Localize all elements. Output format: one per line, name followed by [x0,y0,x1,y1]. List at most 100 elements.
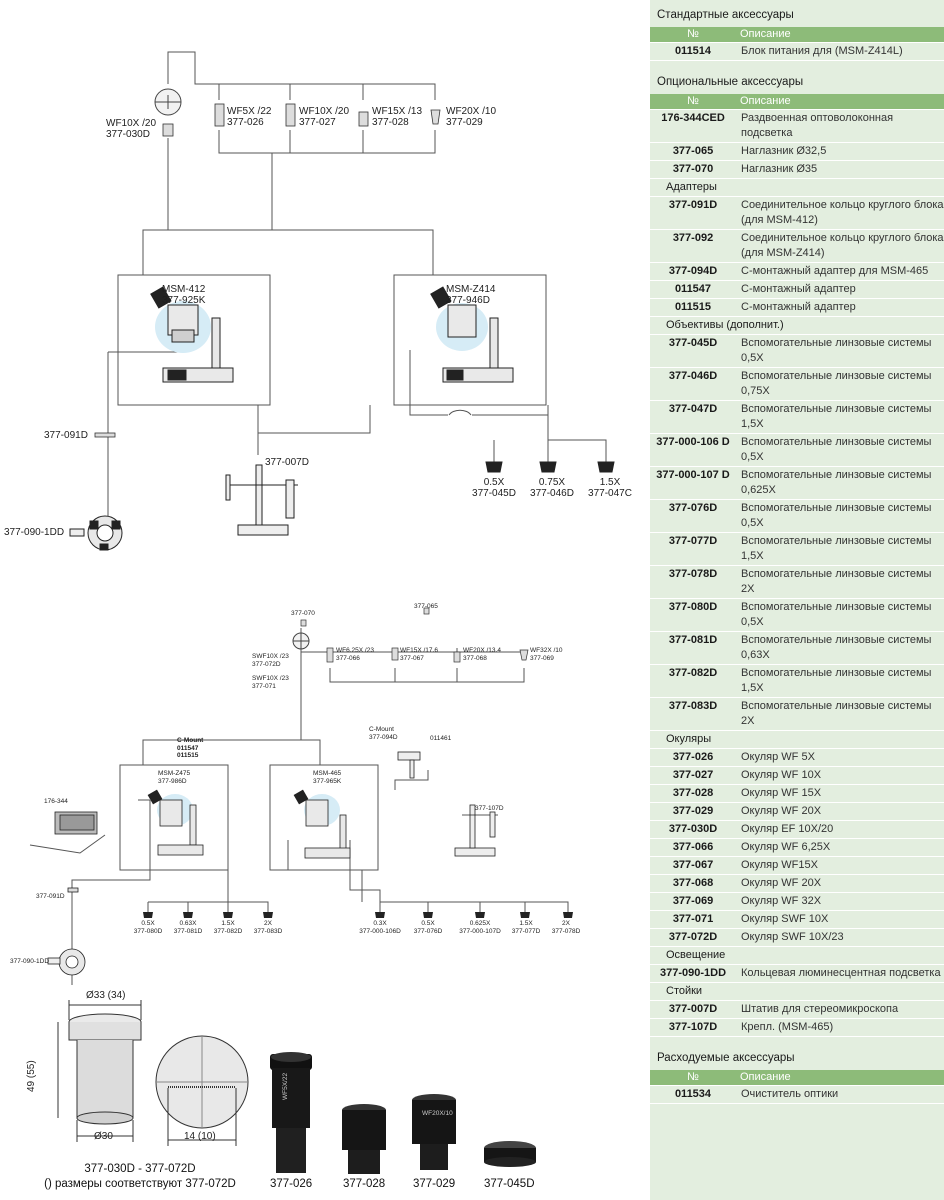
header-number: № [650,1070,736,1086]
dim-diameter-top: Ø33 (34) [86,990,126,1001]
item-description: Штатив для стереомикроскопа [736,1000,944,1019]
header-description: Описание [736,1070,944,1086]
item-code: 377-107D [650,1018,736,1037]
item-code: 377-046D [650,367,736,401]
item-description: Крепл. (MSM-465) [736,1018,944,1037]
label-name: WF20X /10 [446,106,497,117]
label-name: WF15X /17.6 [400,647,438,654]
table-header: № Описание [650,1070,944,1086]
label-model: MSM-465 [313,770,342,777]
item-code: 011514 [650,42,736,61]
item-code: 377-078D [650,565,736,599]
adapter-bottom-label: 377-091D [36,893,65,900]
table-header: № Описание [650,27,944,43]
group-row: Окуляры [650,730,944,749]
label-code: 377-965K [313,777,342,785]
label-name: SWF10X /23 [252,675,289,682]
item-code: 377-081D [650,631,736,665]
dim-reticle: 14 (10) [184,1131,216,1142]
eyepiece-bottom-label-2: WF15X /17.6 377-067 [400,647,438,662]
reticle-circle-top [154,88,182,116]
label-code: 377-986D [158,777,187,785]
item-description: Вспомогательные линзовые системы 1,5X [736,400,944,434]
label-code: 377-080D [133,927,163,935]
cmount-right-label: C-Mount 377-094D [369,726,398,741]
item-code: 377-007D [650,1000,736,1019]
item-code: 176-344CED [650,109,736,143]
swf1-label: SWF10X /23 377-072D [252,653,289,668]
system-diagram-area: WF10X /20 377-030D WF5X /22 377-026 WF10… [4,51,632,1190]
reticle-eyepiece-top-label: WF10X /20 377-030D [106,118,156,140]
stand-bottom-label: 377-107D [475,805,504,812]
group-row: Стойки [650,982,944,1001]
label-code: 377-077D [511,927,541,935]
group-row: Освещение [650,946,944,965]
accessories-panel: Стандартные аксессуары № Описание 011514… [650,0,944,1200]
ringlight-top-label: 377-090-1DD [4,527,65,538]
label-model: MSM-Z414 [446,284,496,295]
label-code: 377-067 [400,654,424,662]
code-011461-label: 011461 [430,735,452,742]
label-code: 377-047C [588,488,632,499]
item-description: Очиститель оптики [736,1085,944,1104]
label-name: WF10X /20 [299,106,350,117]
group-label: Освещение [650,946,944,965]
item-code: 377-094D [650,262,736,281]
item-description: Вспомогательные линзовые системы 2X [736,565,944,599]
item-description: C-монтажный адаптер [736,298,944,317]
label-code: 377-925K [162,295,206,306]
item-code: 377-047D [650,400,736,434]
label-name: WF6.25X /23 [336,647,374,654]
item-code: 377-076D [650,499,736,533]
label-code: 377-029 [446,117,483,128]
eyepiece-top-label-3: WF15X /13 377-028 [372,106,422,128]
item-description: Вспомогательные линзовые системы 1,5X [736,532,944,566]
eyepiece-top-label-4: WF20X /10 377-029 [446,106,496,128]
dim-height: 49 (55) [26,1060,37,1092]
item-description: Кольцевая люминесцентная подсветка [736,964,944,983]
item-code: 377-028 [650,784,736,803]
scope-msmz414-label: MSM-Z414 377-946D [446,284,495,306]
eyepiece-dimension-drawing [57,1000,142,1142]
label-code: 377-066 [336,654,360,662]
eyepiece-photo-label-2: WF20X/10 [422,1110,453,1117]
header-number: № [650,94,736,110]
dim-diameter-bottom: Ø30 [94,1131,113,1142]
item-description: Окуляр WF15X [736,856,944,875]
standard-accessories-title: Стандартные аксессуары [657,9,794,21]
label-mag: 0.3X [373,920,387,927]
item-description: Раздвоенная оптоволоконная подсветка [736,109,944,143]
label-mag: 0.75X [538,477,566,488]
ringlight-bottom-label: 377-090-1DD [10,958,50,965]
caption-reticle-1: 377-030D - 377-072D [84,1163,196,1175]
item-code: 377-072D [650,928,736,947]
stand-top-label: 377-007D [265,457,309,468]
label-code: 011515 [177,752,199,759]
label-model: MSM-412 [162,284,206,295]
label-code: 377-082D [213,927,243,935]
label-mag: 0.625X [469,920,491,927]
item-code: 377-067 [650,856,736,875]
label-mag: 0.5X [421,920,435,927]
